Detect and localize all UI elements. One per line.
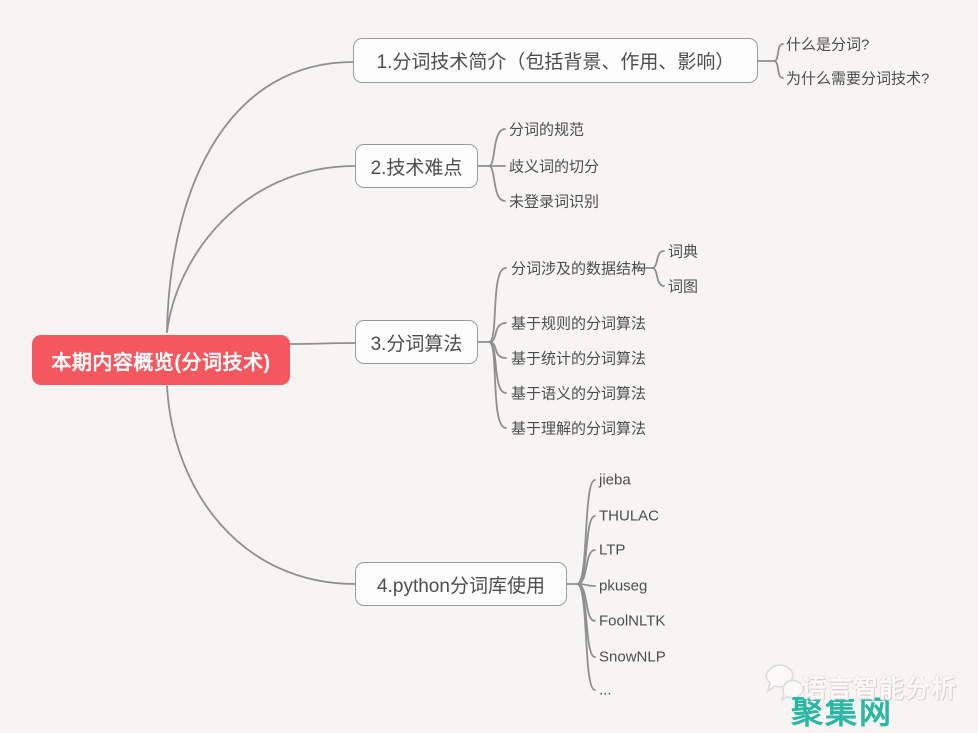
subtopic-thulac[interactable]: THULAC (599, 507, 660, 525)
watermark-site-text: 聚集网 (791, 694, 894, 730)
subtopic-why-segmentation[interactable]: 为什么需要分词技术? (786, 70, 930, 88)
subtopic-dictionary[interactable]: 词典 (668, 243, 699, 261)
subtopic-more[interactable]: ... (599, 681, 612, 699)
subtopic-understanding-based[interactable]: 基于理解的分词算法 (511, 420, 647, 438)
subtopic-statistics-based[interactable]: 基于统计的分词算法 (511, 350, 647, 368)
subtopic-segmentation-norms[interactable]: 分词的规范 (509, 121, 585, 139)
subtopic-semantics-based[interactable]: 基于语义的分词算法 (511, 385, 647, 403)
subtopic-oov-recognition[interactable]: 未登录词识别 (509, 193, 600, 211)
watermark-brand-text: 语言智能分析 (801, 675, 958, 703)
branch-topic-intro[interactable]: 1.分词技术简介（包括背景、作用、影响） (353, 38, 758, 83)
subtopic-jieba[interactable]: jieba (599, 471, 631, 489)
root-topic[interactable]: 本期内容概览(分词技术) (32, 335, 290, 385)
subtopic-what-is-segmentation[interactable]: 什么是分词? (786, 36, 870, 54)
chat-bubbles-icon (765, 664, 805, 702)
subtopic-ambiguous-words[interactable]: 歧义词的切分 (509, 158, 600, 176)
subtopic-pkuseg[interactable]: pkuseg (599, 577, 648, 595)
subtopic-foolnltk[interactable]: FoolNLTK (599, 612, 666, 630)
branch-topic-algorithms[interactable]: 3.分词算法 (355, 320, 478, 364)
subtopic-rule-based[interactable]: 基于规则的分词算法 (511, 315, 647, 333)
subtopic-word-graph[interactable]: 词图 (668, 278, 699, 296)
branch-topic-difficulties[interactable]: 2.技术难点 (355, 144, 478, 188)
branch-topic-python-libs[interactable]: 4.python分词库使用 (355, 562, 567, 606)
subtopic-data-structures[interactable]: 分词涉及的数据结构 (511, 260, 647, 278)
subtopic-snownlp[interactable]: SnowNLP (599, 648, 666, 666)
subtopic-ltp[interactable]: LTP (599, 541, 626, 559)
